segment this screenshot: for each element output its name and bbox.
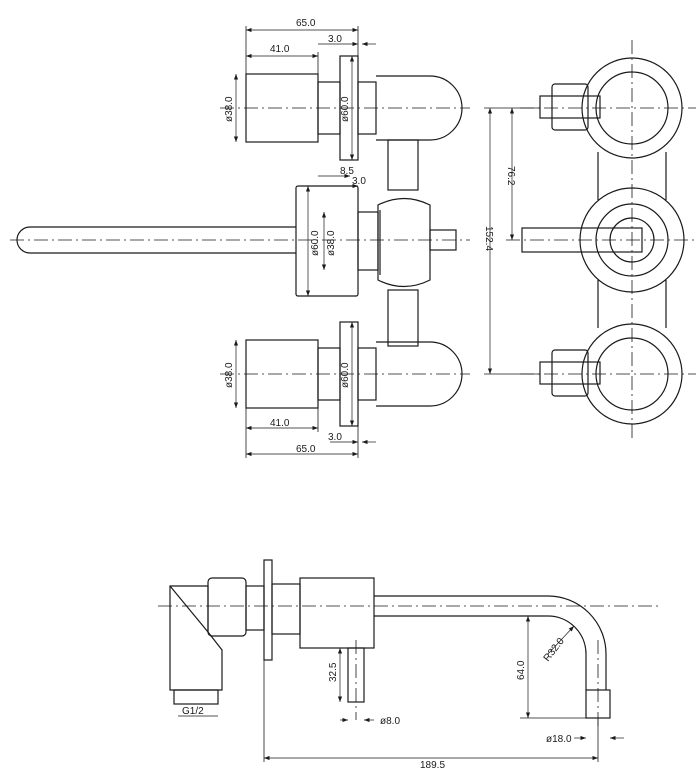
dim-overall-height: 152.4 [483,226,494,251]
dim-top-handle-length: 41.0 [270,44,290,55]
dim-inlet-thread: G1/2 [182,706,204,717]
dim-spout-dia: ø38.0 [326,230,337,256]
dim-bottom-handle-length: 41.0 [270,418,290,429]
dim-bottom-width-total: 65.0 [296,444,316,455]
valve-body [379,139,419,347]
dim-top-plate-dia: ø60.0 [340,96,351,122]
dim-top-width-total: 65.0 [296,18,316,29]
dim-spout-reach: 189.5 [420,760,445,771]
dim-spout-offset: 8.5 [340,166,354,177]
dim-outlet-dia: ø18.0 [546,734,572,745]
bottom-handle [220,321,470,427]
top-handle [220,55,470,161]
spout-assembly [10,185,470,297]
dim-bottom-plate-thickness: 3.0 [328,432,342,443]
end-elevation: 76.2 152.4 [483,40,696,440]
dim-side-drop: 64.0 [516,660,527,680]
dim-side-depth: 32.5 [328,662,339,682]
front-dimensions [233,26,376,458]
dim-top-handle-dia: ø38.0 [224,96,235,122]
dim-side-pipe-dia: ø8.0 [380,716,400,727]
dim-bottom-plate-dia: ø60.0 [340,362,351,388]
dim-spout-plate-dia: ø60.0 [310,230,321,256]
dim-top-plate-thickness: 3.0 [328,34,342,45]
dim-bend-radius: R32.0 [542,636,567,664]
front-elevation: 65.0 41.0 3.0 ø38.0 ø60.0 8.5 3.0 ø60.0 … [10,18,470,458]
dim-center-spacing: 76.2 [505,166,516,186]
side-elevation: 32.5 ø8.0 64.0 R32.0 ø18.0 G1/2 189.5 [158,559,660,771]
dim-bottom-handle-dia: ø38.0 [224,362,235,388]
dim-spout-plate-thickness: 3.0 [352,176,366,187]
